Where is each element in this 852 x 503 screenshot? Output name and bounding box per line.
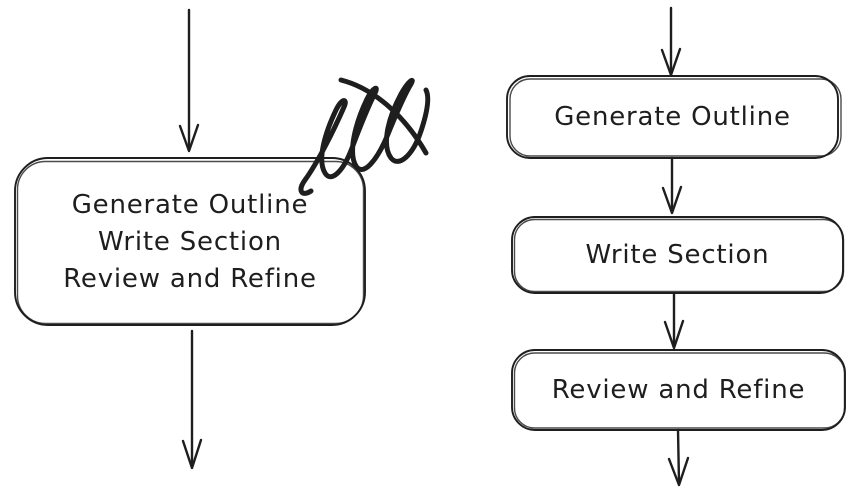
right-step-box-2 xyxy=(511,216,845,294)
scribble-rejection-icon xyxy=(298,77,431,196)
right-inbound-arrow xyxy=(660,6,682,77)
left-inbound-arrow xyxy=(178,8,200,153)
right-connector-arrow-1 xyxy=(661,156,683,215)
right-step-box-3 xyxy=(511,349,846,431)
left-outbound-arrow xyxy=(181,329,203,470)
right-step-box-1 xyxy=(506,75,842,159)
right-outbound-arrow xyxy=(667,428,690,487)
left-combined-box xyxy=(14,157,366,326)
right-connector-arrow-2 xyxy=(663,292,685,350)
